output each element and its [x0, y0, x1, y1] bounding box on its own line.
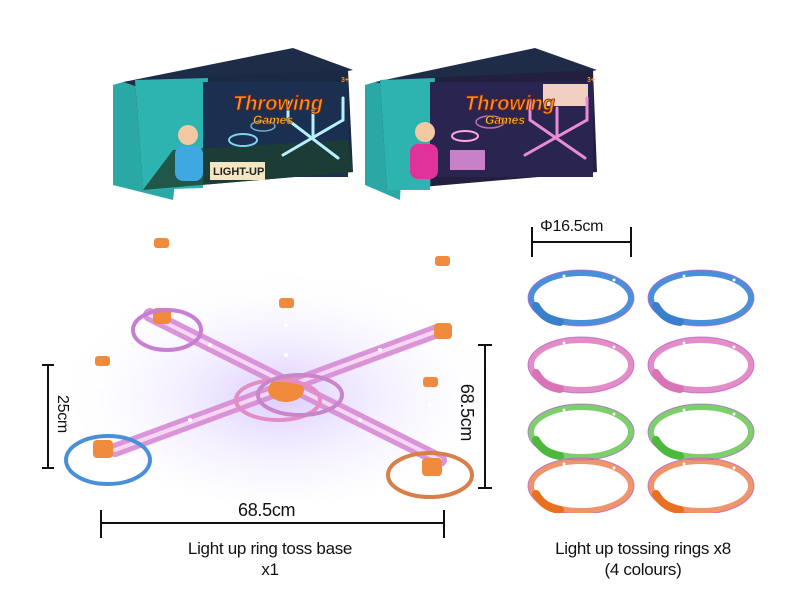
rings-caption-line1: Light up tossing rings x8	[555, 539, 731, 558]
product-box-left: Throwing Games LIGHT-UP 3+	[113, 40, 358, 200]
svg-text:Throwing: Throwing	[233, 93, 323, 115]
rings-caption-line2: (4 colours)	[604, 560, 682, 579]
rings-illustration	[527, 269, 755, 515]
svg-text:3+: 3+	[587, 77, 595, 84]
base-caption-line2: x1	[261, 560, 279, 579]
ring-diameter-line	[531, 227, 632, 257]
base-illustration	[64, 238, 490, 505]
box-left-illustration: Throwing Games LIGHT-UP 3+	[113, 48, 353, 200]
base-caption-line1: Light up ring toss base	[187, 539, 353, 558]
rings-grid	[526, 268, 756, 515]
svg-text:3+: 3+	[341, 77, 349, 84]
ring-toss-base	[60, 230, 490, 520]
base-caption: Light up ring toss base x1	[130, 538, 410, 580]
svg-text:LIGHT-UP: LIGHT-UP	[213, 166, 264, 178]
height-label: 25cm	[53, 395, 71, 433]
height-dimension-line	[42, 364, 54, 469]
svg-text:Throwing: Throwing	[465, 93, 555, 115]
product-box-right: Throwing Games 3+	[365, 40, 600, 200]
depth-dimension-line	[478, 344, 492, 489]
width-label: 68.5cm	[238, 500, 296, 520]
rings-caption: Light up tossing rings x8 (4 colours)	[518, 538, 768, 580]
svg-text:Games: Games	[485, 113, 525, 127]
depth-label: 68.5cm	[457, 383, 478, 442]
ring-diameter-label: Φ16.5cm	[540, 218, 604, 235]
svg-text:Games: Games	[253, 113, 293, 127]
box-right-illustration: Throwing Games 3+	[365, 48, 597, 200]
width-dimension-line	[100, 510, 445, 538]
